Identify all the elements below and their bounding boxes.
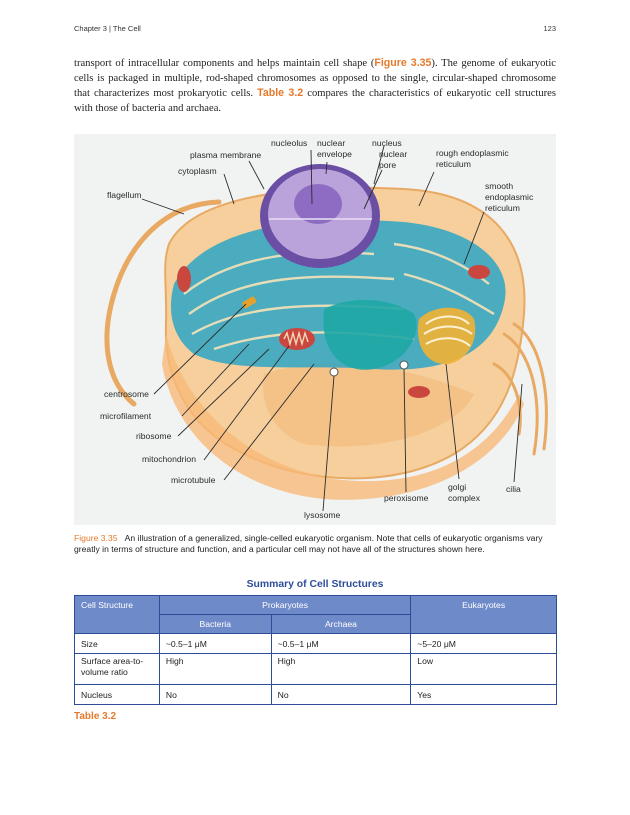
golgi-complex (418, 307, 476, 365)
golgi-stacks (423, 315, 473, 347)
label-nuclear-envelope-2: envelope (317, 149, 352, 159)
header-eukaryotes: Eukaryotes (410, 595, 557, 634)
label-cilia: cilia (506, 484, 521, 494)
lysosome-vesicle (329, 367, 339, 377)
cilia-group (492, 322, 548, 456)
vesicle-lower (408, 386, 430, 398)
row-bacteria: High (158, 653, 272, 685)
flagellum (104, 199, 222, 407)
label-smooth-er-3: reticulum (485, 203, 520, 213)
table-header-row: Cell Structure Prokaryotes Eukaryotes (74, 595, 557, 634)
label-mitochondrion: mitochondrion (142, 454, 196, 464)
label-lysosome: lysosome (304, 510, 341, 520)
label-nucleolus: nucleolus (271, 138, 307, 148)
page-number: 123 (543, 24, 556, 33)
caption-text: An illustration of a generalized, single… (74, 533, 543, 554)
figure-caption: Figure 3.35 An illustration of a general… (74, 533, 556, 555)
table-row: Surface area-to-volume ratio High High L… (74, 653, 557, 685)
intro-text-3: compares the characteristics of eukaryot… (74, 88, 556, 114)
label-smooth-er-2: endoplasmic (485, 192, 534, 202)
label-centrosome: centrosome (104, 389, 149, 399)
row-archaea: No (270, 684, 412, 705)
row-archaea: ~0.5–1 μM (270, 633, 412, 654)
cell-illustration: nucleolus nuclear envelope nucleus nucle… (74, 134, 556, 525)
table-ref-link[interactable]: Table 3.2 (257, 87, 304, 99)
label-rough-er-2: reticulum (436, 159, 471, 169)
header-cell-structure: Cell Structure (74, 595, 160, 634)
cytoplasm-shadow (263, 363, 474, 447)
centrosome-organelle (242, 296, 257, 309)
row-eukaryotes: Yes (410, 684, 557, 705)
table-subheader-row: Bacteria Archaea (75, 614, 557, 634)
label-microtubule: microtubule (171, 475, 216, 485)
row-bacteria: ~0.5–1 μM (158, 633, 272, 654)
label-nuclear-pore-2: pore (379, 160, 396, 170)
header-bacteria: Bacteria (158, 614, 272, 634)
label-cytoplasm: cytoplasm (178, 166, 217, 176)
summary-table: Cell Structure Prokaryotes Eukaryotes Ba… (74, 595, 557, 705)
intro-paragraph: transport of intracellular components an… (74, 56, 556, 116)
nucleolus (294, 184, 342, 224)
label-peroxisome: peroxisome (384, 493, 429, 503)
label-golgi-2: complex (448, 493, 481, 503)
label-nuclear-pore-1: nuclear (379, 149, 407, 159)
table-row: Size ~0.5–1 μM ~0.5–1 μM ~5–20 μM (74, 633, 557, 654)
label-rough-er-1: rough endoplasmic (436, 148, 509, 158)
vesicle (468, 265, 490, 279)
table-title: Summary of Cell Structures (246, 579, 384, 590)
figure-ref-link[interactable]: Figure 3.35 (374, 57, 432, 69)
row-structure: Size (74, 633, 160, 654)
label-plasma-membrane: plasma membrane (190, 150, 261, 160)
header-prokaryotes: Prokaryotes (158, 595, 412, 615)
row-archaea: High (270, 653, 412, 685)
row-bacteria: No (158, 684, 272, 705)
mitochondrion-cristae (283, 330, 309, 347)
row-structure: Surface area-to-volume ratio (74, 653, 160, 685)
row-eukaryotes: Low (410, 653, 557, 685)
cell-lower-face (162, 334, 524, 500)
lysosome-organelle (177, 266, 191, 292)
label-flagellum: flagellum (107, 190, 141, 200)
cell-diagram: nucleolus nuclear envelope nucleus nucle… (100, 138, 548, 520)
label-golgi-1: golgi (448, 482, 466, 492)
intro-text-1: transport of intracellular components an… (74, 58, 375, 69)
smooth-er (323, 299, 417, 370)
running-header: Chapter 3 | The Cell (74, 24, 141, 33)
peroxisome-organelle (399, 360, 409, 370)
label-microfilament: microfilament (100, 411, 152, 421)
table-row: Nucleus No No Yes (74, 684, 557, 705)
label-smooth-er-1: smooth (485, 181, 513, 191)
label-nuclear-envelope-1: nuclear (317, 138, 345, 148)
caption-figure-number: Figure 3.35 (74, 533, 118, 543)
intro-text-2: ). The genome of eukaryotic cells is pac… (74, 58, 556, 99)
header-archaea: Archaea (270, 614, 412, 634)
label-ribosome: ribosome (136, 431, 172, 441)
row-eukaryotes: ~5–20 μM (410, 633, 557, 654)
row-structure: Nucleus (74, 684, 160, 705)
leader-lines (141, 145, 523, 512)
table-label: Table 3.2 (74, 711, 117, 722)
label-nucleus: nucleus (372, 138, 402, 148)
